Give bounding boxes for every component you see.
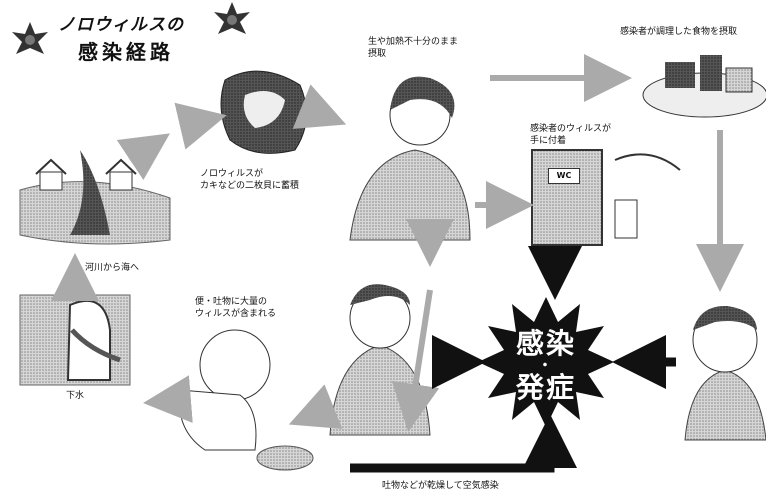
oyster-illustration — [220, 70, 307, 154]
title-line1: ノロウィルスの — [58, 15, 184, 35]
river-scene — [19, 150, 171, 245]
label-oyster: ノロウィルスが カキなどの二枚貝に蓄積 — [200, 169, 300, 191]
label-raw-food: 生や加熱不十分のまま 摂取 — [368, 37, 459, 59]
flow-arrows — [51, 54, 744, 432]
label-cook: 感染者が調理した食物を摂取 — [620, 27, 738, 37]
sick-woman-illustration — [329, 284, 431, 436]
sewer-illustration — [19, 294, 131, 386]
label-sewer: 下水 — [66, 391, 85, 401]
toilet-illustration — [178, 329, 271, 451]
center-label-line2: 発症 — [515, 371, 576, 404]
center-starburst — [478, 297, 614, 427]
sick-boy-illustration — [684, 305, 766, 441]
wc-sign: WC — [548, 168, 580, 184]
center-label-dot: ・ — [538, 358, 554, 374]
label-airborne: 吐物などが乾燥して空気感染 — [382, 481, 499, 491]
center-label-line1: 感染 — [515, 327, 576, 360]
virus-icon — [214, 2, 250, 34]
wc-door-illustration — [531, 149, 681, 246]
woman-eating-illustration — [349, 76, 471, 241]
food-plate-illustration — [642, 55, 766, 118]
label-feces: 便・吐物に大量の ウィルスが含まれる — [195, 297, 277, 319]
virus-icon — [12, 22, 48, 54]
label-river: 河川から海へ — [85, 263, 140, 273]
center-arrows — [350, 246, 676, 473]
vomit-puddle-illustration — [256, 445, 314, 471]
center-label: 感染 ・ 発症 — [514, 328, 578, 404]
title-line2: 感染経路 — [78, 40, 174, 64]
label-hand: 感染者のウィルスが 手に付着 — [530, 124, 612, 146]
